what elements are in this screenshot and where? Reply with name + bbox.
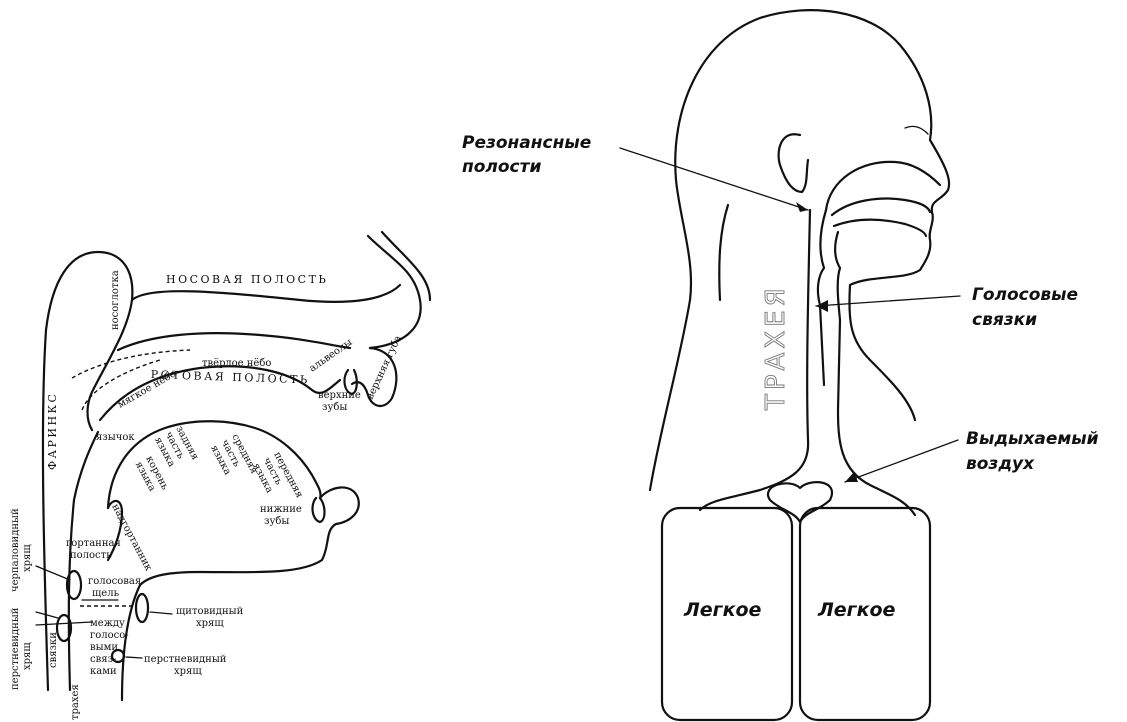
bronchi bbox=[768, 482, 832, 522]
oral-cavity-top bbox=[832, 199, 930, 215]
label-glottis: голосовая щель bbox=[88, 576, 141, 599]
label-cricoid-right: перстневидный хрящ bbox=[144, 654, 227, 677]
lung-right-label: Легкое bbox=[817, 599, 896, 621]
svg-text:голосовая: голосовая bbox=[88, 576, 141, 587]
svg-text:щель: щель bbox=[92, 588, 120, 599]
label-resonance: Резонансные полости bbox=[462, 133, 591, 177]
arrow-resonance bbox=[620, 148, 808, 210]
leader-between bbox=[36, 622, 92, 625]
svg-text:хрящ: хрящ bbox=[22, 544, 33, 572]
eye bbox=[905, 126, 928, 134]
svg-text:щитовидный: щитовидный bbox=[176, 606, 244, 617]
svg-text:верхние: верхние bbox=[318, 390, 361, 401]
ear bbox=[779, 134, 808, 192]
pharynx-inner bbox=[818, 210, 826, 385]
label-upper-lip: верхняя губа bbox=[365, 334, 404, 401]
svg-text:связки: связки bbox=[972, 310, 1037, 330]
svg-text:зубы: зубы bbox=[264, 516, 289, 527]
leader-cricoid-left bbox=[36, 612, 58, 618]
svg-text:Резонансные: Резонансные bbox=[462, 133, 591, 153]
label-thyroid: щитовидный хрящ bbox=[176, 606, 244, 629]
label-soft-palate: мягкое нёбо bbox=[116, 368, 178, 410]
svg-text:черпаловидный: черпаловидный bbox=[10, 508, 21, 592]
lower-lip-chin bbox=[140, 487, 359, 585]
label-uvula: язычок bbox=[96, 432, 135, 443]
leader-thyroid bbox=[150, 612, 172, 614]
label-trachea: трахея bbox=[70, 684, 81, 720]
svg-text:ками: ками bbox=[90, 666, 117, 677]
svg-text:голосо-: голосо- bbox=[90, 630, 129, 641]
svg-text:Голосовые: Голосовые bbox=[972, 285, 1078, 305]
trachea-left bbox=[700, 210, 810, 510]
label-upper-teeth: верхние зубы bbox=[318, 390, 361, 413]
svg-text:полости: полости bbox=[462, 157, 541, 177]
svg-text:гортанная: гортанная bbox=[66, 538, 121, 549]
arrow-exhaled-head bbox=[845, 472, 858, 482]
nasal-cavity bbox=[826, 162, 940, 210]
trachea-right bbox=[838, 410, 915, 515]
nose-bridge bbox=[382, 232, 430, 300]
svg-text:нижние: нижние bbox=[260, 504, 302, 515]
neck-back bbox=[719, 205, 728, 300]
label-middle-tongue: средняя часть языка bbox=[208, 432, 259, 487]
leader-cricoid bbox=[126, 657, 142, 658]
svg-text:хрящ: хрящ bbox=[196, 618, 224, 629]
svg-text:воздух: воздух bbox=[966, 454, 1035, 474]
svg-text:полость: полость bbox=[70, 550, 112, 561]
respiratory-diagram: ТРАХЕЯ Легкое Легкое Резонансные полости… bbox=[462, 10, 1099, 720]
svg-text:хрящ: хрящ bbox=[174, 666, 202, 677]
svg-text:выми: выми bbox=[90, 642, 118, 653]
pharynx-outer bbox=[835, 232, 840, 410]
label-pharynx: ФАРИНКС bbox=[46, 392, 59, 470]
lower-tooth bbox=[313, 498, 325, 522]
nasal-roof bbox=[132, 285, 400, 302]
svg-text:зубы: зубы bbox=[322, 402, 347, 413]
svg-text:перстневидный: перстневидный bbox=[144, 654, 227, 665]
svg-text:между: между bbox=[90, 618, 125, 629]
leader-arytenoid bbox=[36, 566, 70, 580]
thyroid-cartilage bbox=[136, 594, 148, 622]
nasal-floor bbox=[118, 333, 350, 350]
trachea-word: ТРАХЕЯ bbox=[761, 284, 791, 411]
label-front-tongue: передняя часть языка bbox=[250, 450, 305, 511]
label-hard-palate: твёрдое нёбо bbox=[202, 358, 271, 369]
lung-left-label: Легкое bbox=[683, 599, 762, 621]
svg-text:перстневидный: перстневидный bbox=[10, 607, 21, 690]
articulation-diagram: НОСОВАЯ ПОЛОСТЬ РОТОВАЯ ПОЛОСТЬ ФАРИНКС … bbox=[10, 232, 430, 720]
label-arytenoid: черпаловидный хрящ bbox=[10, 508, 33, 592]
label-exhaled-air: Выдыхаемый воздух bbox=[966, 429, 1099, 474]
label-vocal-cords-left: связки bbox=[48, 632, 59, 668]
arrow-exhaled bbox=[845, 440, 958, 482]
label-lower-teeth: нижние зубы bbox=[260, 504, 302, 527]
nose-contour bbox=[368, 236, 421, 348]
label-vocal-cords: Голосовые связки bbox=[972, 285, 1078, 330]
svg-text:хрящ: хрящ bbox=[22, 642, 33, 670]
head-outline bbox=[650, 10, 949, 490]
label-nasopharynx: носоглотка bbox=[110, 270, 121, 330]
label-nasal-cavity: НОСОВАЯ ПОЛОСТЬ bbox=[166, 273, 328, 286]
tongue-shape bbox=[834, 220, 926, 236]
label-cricoid-left: перстневидный хрящ bbox=[10, 607, 33, 690]
svg-text:связ-: связ- bbox=[90, 654, 116, 665]
arrow-vocal-cords-head bbox=[816, 300, 828, 312]
svg-text:Выдыхаемый: Выдыхаемый bbox=[966, 429, 1099, 449]
